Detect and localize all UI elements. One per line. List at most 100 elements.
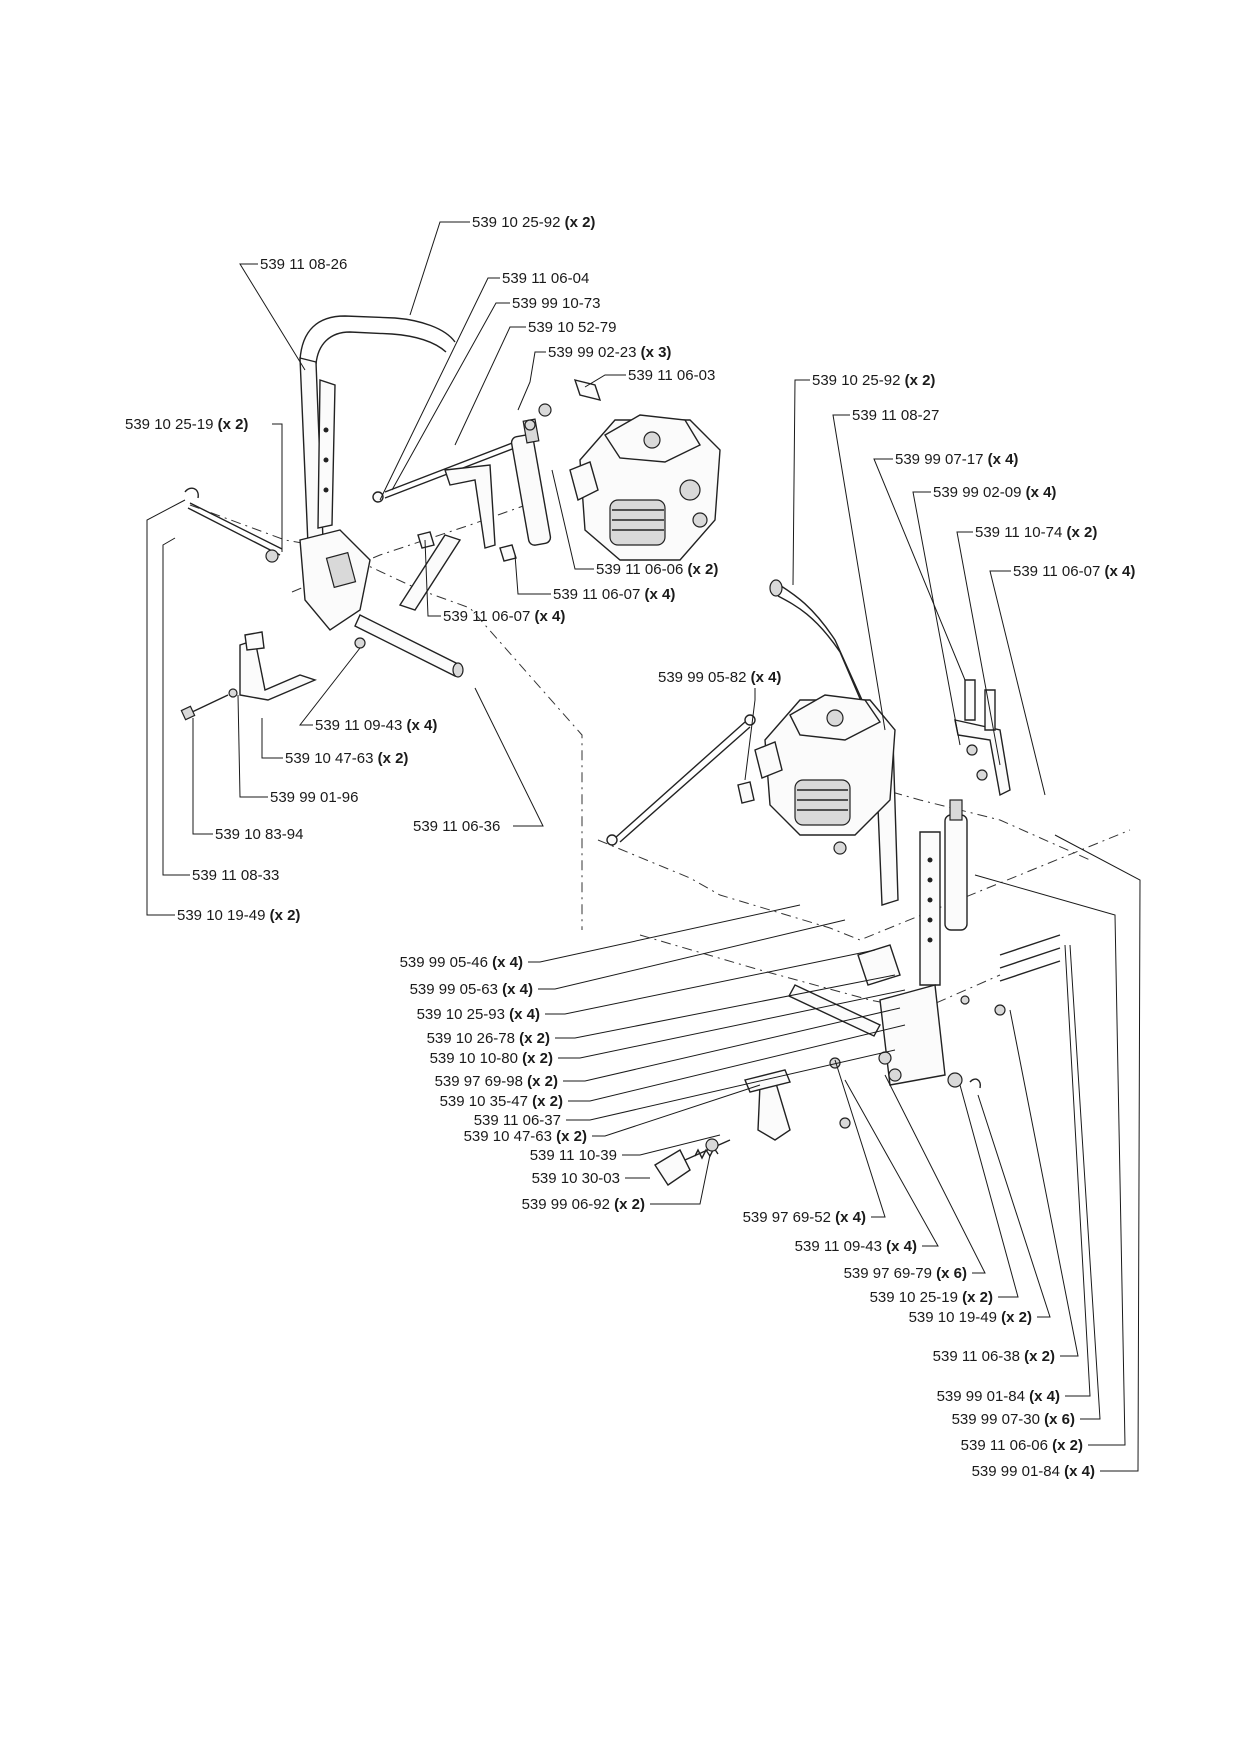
left-pump-bracket xyxy=(444,464,496,549)
part-number-label: 539 11 08-26 xyxy=(260,256,347,273)
leader-line xyxy=(884,1074,986,1274)
callout-l06: 539 99 02-23 (x 3) xyxy=(517,344,671,411)
part-number: 539 10 25-93 xyxy=(417,1006,505,1023)
left-bolt xyxy=(189,694,229,714)
part-number: 539 99 01-84 xyxy=(937,1388,1025,1405)
right-washer xyxy=(960,995,970,1005)
left-pedal-clip xyxy=(244,631,265,651)
part-quantity: (x 2) xyxy=(997,1309,1032,1326)
right-nut-upper xyxy=(833,841,847,855)
leader-line xyxy=(517,351,546,411)
right-handle-grip xyxy=(769,579,783,597)
part-number-label: 539 10 25-19 (x 2) xyxy=(870,1289,993,1306)
part-number: 539 99 06-92 xyxy=(522,1196,610,1213)
right-damper-cap xyxy=(949,799,963,821)
bracket-hole xyxy=(323,487,329,493)
part-quantity: (x 4) xyxy=(505,1006,540,1023)
leader-line xyxy=(379,277,500,501)
part-quantity: (x 4) xyxy=(640,586,675,603)
leader-line xyxy=(959,1084,1019,1298)
part-number-label: 539 11 06-07 (x 4) xyxy=(1013,563,1135,580)
left-nut xyxy=(524,419,536,431)
part-quantity: (x 4) xyxy=(402,717,437,734)
part-quantity: (x 2) xyxy=(610,1196,645,1213)
leader-line xyxy=(566,1049,896,1121)
part-number-label: 539 10 25-92 (x 2) xyxy=(472,214,595,231)
left-cross-rod xyxy=(187,507,281,556)
part-number-label: 539 99 05-46 (x 4) xyxy=(400,954,523,971)
part-number-label: 539 11 08-33 xyxy=(192,867,279,884)
leader-line xyxy=(551,469,594,570)
part-labels: 539 10 25-92 (x 2) 539 11 08-26 539 11 06-… xyxy=(125,214,1141,1480)
part-number: 539 11 06-03 xyxy=(628,367,715,384)
callout-l40: 539 97 69-79 (x 6) xyxy=(844,1074,986,1282)
part-quantity: (x 4) xyxy=(1025,1388,1060,1405)
part-number: 539 10 83-94 xyxy=(215,826,303,843)
callout-l32: 539 10 35-47 (x 2) xyxy=(440,1024,906,1110)
part-number: 539 10 35-47 xyxy=(440,1093,528,1110)
part-number: 539 99 05-46 xyxy=(400,954,488,971)
part-number-label: 539 10 25-19 (x 2) xyxy=(125,416,248,433)
left-handle-bar-inner xyxy=(315,331,447,365)
right-damper xyxy=(944,814,968,931)
callout-l09: 539 11 06-06 (x 2) xyxy=(551,469,718,578)
part-number: 539 99 02-09 xyxy=(933,484,1021,501)
leader-line xyxy=(1064,944,1091,1397)
callout-l43: 539 11 06-38 (x 2) xyxy=(933,1009,1079,1365)
leader-line xyxy=(832,414,886,731)
part-number-label: 539 99 06-92 (x 2) xyxy=(522,1196,645,1213)
right-assembly-guide xyxy=(597,829,1131,941)
part-number: 539 97 69-52 xyxy=(743,1209,831,1226)
part-quantity: (x 2) xyxy=(683,561,718,578)
right-top-bracket xyxy=(954,719,1011,797)
leader-line xyxy=(1069,944,1101,1420)
part-quantity: (x 4) xyxy=(983,451,1018,468)
part-number-label: 539 99 01-96 xyxy=(270,789,358,806)
leader-line xyxy=(989,570,1046,796)
right-link-rod xyxy=(614,721,746,839)
right-bolt-long xyxy=(999,960,1061,982)
left-nut xyxy=(538,403,552,417)
part-number-label: 539 11 06-36 xyxy=(413,818,500,835)
part-number-label: 539 10 25-93 (x 4) xyxy=(417,1006,540,1023)
part-number-label: 539 99 07-30 (x 6) xyxy=(952,1411,1075,1428)
leader-line xyxy=(538,919,846,990)
part-number: 539 99 05-82 xyxy=(658,669,746,686)
callout-l19: 539 10 25-92 (x 2) xyxy=(792,372,935,586)
part-quantity: (x 2) xyxy=(515,1030,550,1047)
part-number-label: 539 11 06-04 xyxy=(502,270,589,287)
part-number: 539 99 07-17 xyxy=(895,451,983,468)
part-number: 539 10 25-19 xyxy=(870,1289,958,1306)
part-number-label: 539 11 10-39 xyxy=(530,1147,617,1164)
part-quantity: (x 4) xyxy=(488,954,523,971)
leader-line xyxy=(237,694,268,798)
leader-line xyxy=(1054,834,1141,1472)
part-number: 539 11 06-36 xyxy=(413,818,500,835)
leader-line xyxy=(528,904,801,963)
right-bolt-long xyxy=(999,947,1061,969)
part-number: 539 11 06-04 xyxy=(502,270,589,287)
left-bushing xyxy=(265,549,279,563)
part-quantity: (x 2) xyxy=(265,907,300,924)
part-number-label: 539 99 02-09 (x 4) xyxy=(933,484,1056,501)
callout-l13: 539 10 47-63 (x 2) xyxy=(261,718,408,767)
part-number-label: 539 10 10-80 (x 2) xyxy=(430,1050,553,1067)
part-number: 539 10 19-49 xyxy=(177,907,265,924)
bracket-hole xyxy=(323,427,329,433)
callout-l27: 539 99 05-63 (x 4) xyxy=(410,919,846,998)
right-rod-end xyxy=(606,834,618,846)
part-number: 539 11 06-07 xyxy=(1013,563,1100,580)
part-number: 539 11 08-27 xyxy=(852,407,939,424)
callout-l30: 539 10 10-80 (x 2) xyxy=(430,989,906,1067)
callout-l24: 539 11 06-07 (x 4) xyxy=(989,563,1135,796)
leader-line xyxy=(162,537,190,876)
part-quantity: (x 2) xyxy=(958,1289,993,1306)
part-number: 539 99 05-63 xyxy=(410,981,498,998)
leader-line xyxy=(650,1154,711,1205)
right-link-rod-edge xyxy=(619,726,751,843)
part-quantity: (x 2) xyxy=(523,1073,558,1090)
part-number-label: 539 11 06-06 (x 2) xyxy=(596,561,718,578)
callout-l28: 539 10 25-93 (x 4) xyxy=(417,949,876,1023)
right-nut-bottom xyxy=(839,1117,851,1129)
